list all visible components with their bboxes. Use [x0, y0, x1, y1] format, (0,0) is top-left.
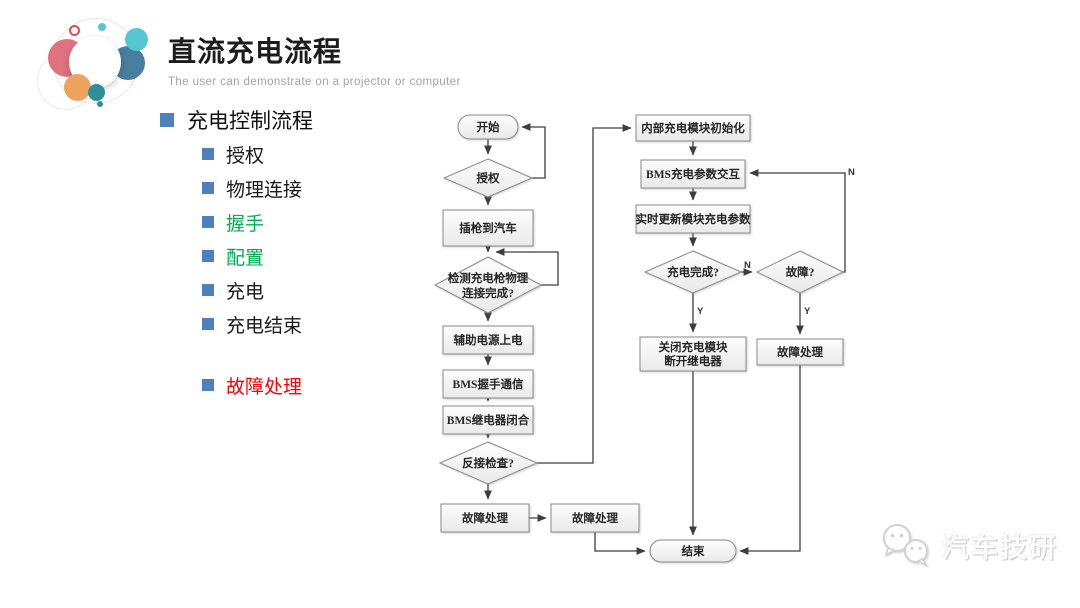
branch-label-no: N	[744, 260, 751, 271]
logo-cyan-circle	[125, 28, 148, 51]
outline-heading-row: 充电控制流程	[160, 106, 430, 134]
node-label: 关闭充电模块	[659, 340, 728, 354]
outline-item-label: 配置	[226, 247, 265, 269]
node-fault-handle-a: 故障处理	[440, 503, 530, 533]
page-title: 直流充电流程	[168, 36, 343, 67]
node-start: 开始	[457, 114, 519, 140]
node-label: 故障?	[786, 265, 815, 279]
outline-list: 充电控制流程 授权 物理连接 握手 配置 充电	[160, 106, 430, 407]
bullet-square-icon	[202, 250, 214, 262]
node-label: 结束	[681, 544, 705, 558]
node-bms-handshake: BMS握手通信	[442, 369, 534, 399]
outline-item-label: 充电结束	[226, 315, 303, 337]
node-shutdown-module: 关闭充电模块 断开继电器	[639, 336, 747, 372]
node-label: 检测充电枪物理	[448, 271, 529, 285]
node-label: 充电完成?	[667, 265, 719, 279]
node-fault-handle-c: 故障处理	[756, 338, 844, 366]
node-label: 授权	[477, 171, 500, 185]
node-label: BMS充电参数交互	[646, 167, 740, 181]
logo-teal-circle	[88, 84, 105, 101]
node-label: 断开继电器	[664, 354, 722, 368]
branch-label-yes: Y	[804, 306, 811, 317]
list-item: 握手	[202, 210, 430, 235]
arrow-detect-loop	[495, 248, 559, 286]
bullet-square-icon	[202, 318, 214, 330]
outline-item-label: 故障处理	[226, 376, 303, 398]
outline-item-label: 充电	[226, 281, 265, 303]
list-item: 物理连接	[202, 176, 430, 201]
bullet-square-icon	[202, 379, 214, 391]
outline-item-label: 授权	[226, 145, 265, 167]
header: 直流充电流程 The user can demonstrate on a pro…	[168, 30, 461, 88]
page-subtitle: The user can demonstrate on a projector …	[168, 76, 461, 88]
logo-red-dot	[69, 25, 80, 36]
list-item: 充电结束	[202, 312, 430, 337]
list-item: 授权	[202, 142, 430, 167]
bullet-square-icon	[160, 113, 174, 127]
bullet-square-icon	[202, 182, 214, 194]
bullet-square-icon	[202, 216, 214, 228]
logo-orange-circle	[64, 74, 91, 101]
node-charge-done-decision: 充电完成?	[643, 250, 743, 294]
node-auth-decision: 授权	[442, 158, 534, 198]
node-label: 开始	[477, 120, 500, 134]
node-label: 辅助电源上电	[454, 333, 523, 347]
node-plug-gun: 插枪到汽车	[442, 209, 534, 247]
node-fault-handle-b: 故障处理	[550, 503, 640, 533]
node-label: 内部充电模块初始化	[641, 121, 745, 135]
connectors	[484, 123, 846, 555]
node-label: 故障处理	[462, 511, 508, 525]
arrow-reversecheck-to-init	[537, 124, 632, 464]
logo	[30, 5, 180, 117]
watermark: 汽车技研	[878, 522, 1058, 568]
node-label: 故障处理	[572, 511, 618, 525]
node-bms-params: BMS充电参数交互	[640, 159, 746, 189]
node-label: 连接完成?	[462, 286, 514, 300]
node-label: 插枪到汽车	[459, 221, 517, 235]
arrow-auth-loop-to-start	[521, 123, 546, 179]
bullet-square-icon	[202, 284, 214, 296]
node-init-module: 内部充电模块初始化	[635, 114, 751, 142]
logo-dark-dot	[97, 101, 103, 107]
node-fault-decision: 故障?	[755, 250, 845, 294]
logo-cyan-dot	[98, 23, 106, 31]
node-detect-connection-decision: 检测充电枪物理 连接完成?	[433, 256, 543, 314]
branch-label-yes: Y	[697, 306, 704, 317]
node-label: BMS握手通信	[453, 377, 524, 391]
node-label: BMS继电器闭合	[447, 413, 530, 427]
list-item: 故障处理	[202, 373, 430, 398]
node-update-params: 实时更新模块充电参数	[635, 204, 751, 234]
node-label: 故障处理	[777, 345, 823, 359]
bullet-square-icon	[202, 148, 214, 160]
node-reverse-check-decision: 反接检查?	[438, 441, 539, 485]
watermark-text: 汽车技研	[942, 532, 1058, 563]
branch-label-no: N	[848, 167, 855, 178]
arrow-fault-c-to-end	[739, 365, 801, 555]
node-end: 结束	[649, 539, 737, 563]
arrow-fault-b-to-end	[594, 532, 646, 555]
list-item: 充电	[202, 278, 430, 303]
outline-item-label: 物理连接	[226, 179, 303, 201]
outline-item-label: 握手	[226, 213, 265, 235]
node-bms-relay: BMS继电器闭合	[442, 405, 534, 435]
wechat-bubbles-icon	[883, 524, 929, 567]
node-aux-power: 辅助电源上电	[442, 325, 534, 355]
node-label: 反接检查?	[462, 456, 514, 470]
node-label: 实时更新模块充电参数	[636, 212, 751, 226]
list-item: 配置	[202, 244, 430, 269]
outline-heading: 充电控制流程	[187, 110, 313, 133]
